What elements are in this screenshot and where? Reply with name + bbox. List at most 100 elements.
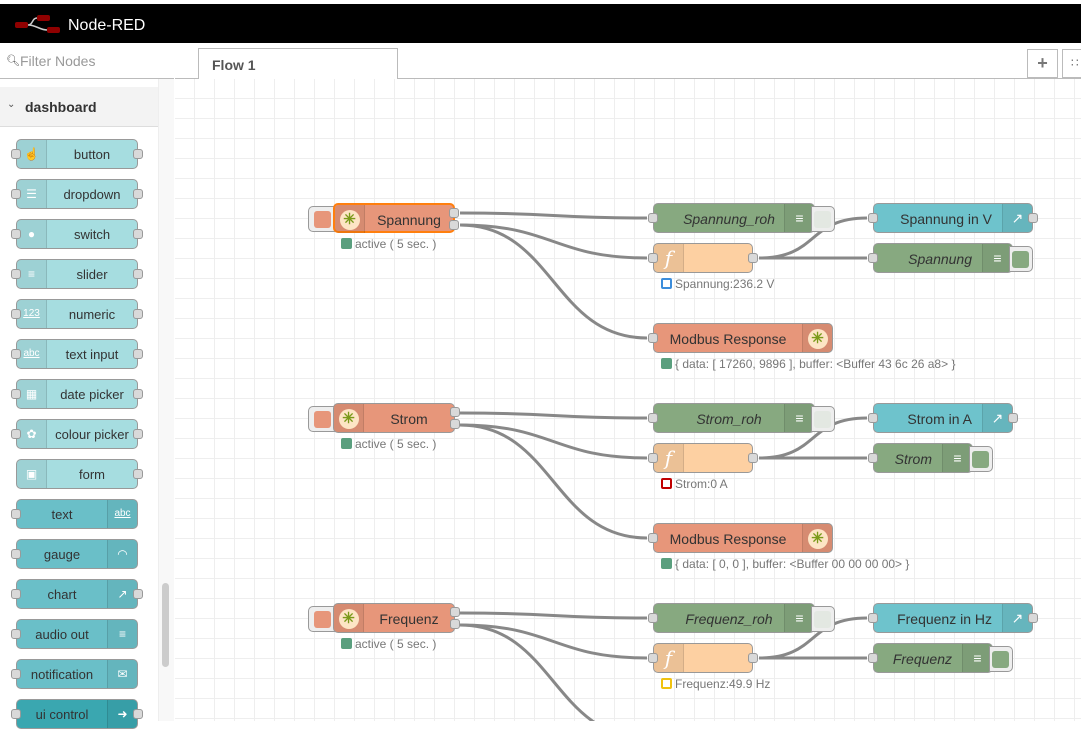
modbus-response-node[interactable]: Modbus Response✳ <box>648 323 833 353</box>
input-port[interactable] <box>648 333 658 343</box>
wire[interactable] <box>758 216 868 260</box>
input-port[interactable] <box>868 213 878 223</box>
chart-node[interactable]: Spannung in V↗ <box>868 203 1038 233</box>
wire[interactable] <box>459 623 647 721</box>
input-port[interactable] <box>11 669 21 679</box>
wire[interactable] <box>459 211 648 220</box>
function-node[interactable]: f <box>648 643 758 673</box>
output-port[interactable] <box>1008 413 1018 423</box>
palette-node-date-picker[interactable]: ▦date picker <box>11 379 143 409</box>
wire[interactable] <box>459 223 648 340</box>
debug-node[interactable]: Spannung≡ <box>868 243 1013 273</box>
input-port[interactable] <box>648 413 658 423</box>
input-port[interactable] <box>11 509 21 519</box>
palette-node-audio-out[interactable]: ≡audio out <box>11 619 138 649</box>
output-port[interactable] <box>748 653 758 663</box>
wire[interactable] <box>459 611 648 620</box>
debug-toggle-button[interactable] <box>811 606 835 632</box>
debug-node-raw[interactable]: Frequenz_roh≡ <box>648 603 815 633</box>
debug-node[interactable]: Strom≡ <box>868 443 973 473</box>
palette-category-dashboard[interactable]: ⌄ dashboard <box>0 87 158 127</box>
palette-node-form[interactable]: ▣form <box>16 459 143 489</box>
wire[interactable] <box>459 623 648 660</box>
tab-flow-1[interactable]: Flow 1 <box>198 48 398 80</box>
inject-node-spannung[interactable]: ✳Spannung <box>333 203 459 233</box>
output-port-1[interactable] <box>450 607 460 617</box>
input-port[interactable] <box>11 229 21 239</box>
input-port[interactable] <box>648 653 658 663</box>
input-port[interactable] <box>868 653 878 663</box>
output-port[interactable] <box>1028 213 1038 223</box>
output-port-2[interactable] <box>450 419 460 429</box>
wire[interactable] <box>459 223 648 260</box>
wire[interactable] <box>459 423 648 460</box>
output-port[interactable] <box>133 349 143 359</box>
input-port[interactable] <box>11 589 21 599</box>
function-node[interactable]: f <box>648 243 758 273</box>
output-port[interactable] <box>133 189 143 199</box>
input-port[interactable] <box>648 453 658 463</box>
output-port-1[interactable] <box>450 407 460 417</box>
palette-node-slider[interactable]: ≡slider <box>11 259 143 289</box>
input-port[interactable] <box>11 429 21 439</box>
output-port[interactable] <box>133 709 143 719</box>
input-port[interactable] <box>868 453 878 463</box>
debug-node-raw[interactable]: Strom_roh≡ <box>648 403 815 433</box>
wire[interactable] <box>758 416 868 460</box>
input-port[interactable] <box>11 269 21 279</box>
list-flows-button[interactable]: ∷ <box>1062 49 1081 78</box>
output-port-1[interactable] <box>449 208 459 218</box>
input-port[interactable] <box>11 629 21 639</box>
input-port[interactable] <box>11 189 21 199</box>
palette-node-ui-control[interactable]: ➜ui control <box>11 699 143 729</box>
input-port[interactable] <box>648 613 658 623</box>
input-port[interactable] <box>11 349 21 359</box>
output-port-2[interactable] <box>449 220 459 230</box>
palette-scrollbar-thumb[interactable] <box>162 583 169 667</box>
input-port[interactable] <box>11 549 21 559</box>
palette-node-switch[interactable]: ●switch <box>11 219 143 249</box>
filter-nodes-input[interactable] <box>20 51 170 71</box>
chart-node[interactable]: Frequenz in Hz↗ <box>868 603 1038 633</box>
debug-toggle-button[interactable] <box>969 446 993 472</box>
palette-node-gauge[interactable]: ◠gauge <box>11 539 138 569</box>
output-port[interactable] <box>133 269 143 279</box>
input-port[interactable] <box>868 613 878 623</box>
palette-scrollbar[interactable] <box>158 79 174 721</box>
debug-toggle-button[interactable] <box>989 646 1013 672</box>
output-port[interactable] <box>133 429 143 439</box>
input-port[interactable] <box>11 709 21 719</box>
wire[interactable] <box>459 411 648 420</box>
input-port[interactable] <box>11 149 21 159</box>
input-port[interactable] <box>868 413 878 423</box>
input-port[interactable] <box>648 253 658 263</box>
input-port[interactable] <box>648 533 658 543</box>
output-port[interactable] <box>1028 613 1038 623</box>
wire[interactable] <box>758 616 868 660</box>
output-port[interactable] <box>748 253 758 263</box>
palette-node-colour-picker[interactable]: ✿colour picker <box>11 419 143 449</box>
output-port-2[interactable] <box>450 619 460 629</box>
output-port[interactable] <box>133 229 143 239</box>
palette-node-notification[interactable]: ✉notification <box>11 659 138 689</box>
palette-node-button[interactable]: ☝button <box>11 139 143 169</box>
input-port[interactable] <box>868 253 878 263</box>
debug-node[interactable]: Frequenz≡ <box>868 643 993 673</box>
input-port[interactable] <box>648 213 658 223</box>
debug-node-raw[interactable]: Spannung_roh≡ <box>648 203 815 233</box>
palette-node-chart[interactable]: ↗chart <box>11 579 143 609</box>
input-port[interactable] <box>11 389 21 399</box>
function-node[interactable]: f <box>648 443 758 473</box>
output-port[interactable] <box>133 149 143 159</box>
output-port[interactable] <box>748 453 758 463</box>
debug-toggle-button[interactable] <box>1009 246 1033 272</box>
inject-node-strom[interactable]: ✳Strom <box>333 403 460 433</box>
output-port[interactable] <box>133 589 143 599</box>
modbus-response-node[interactable]: Modbus Response✳ <box>648 523 833 553</box>
debug-toggle-button[interactable] <box>811 406 835 432</box>
palette-node-dropdown[interactable]: ☰dropdown <box>11 179 143 209</box>
